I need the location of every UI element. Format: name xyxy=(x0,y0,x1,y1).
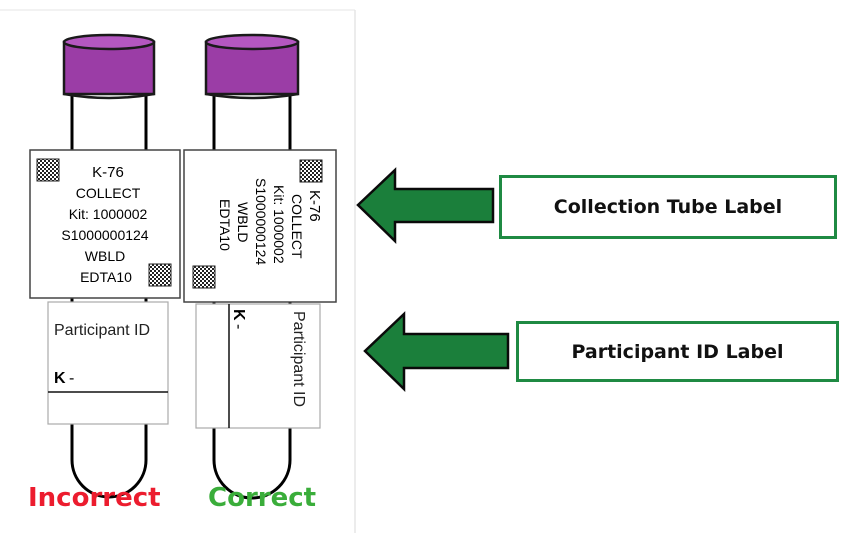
collection-tube-label-text: Collection Tube Label xyxy=(553,196,783,218)
label-line-2: COLLECT xyxy=(289,194,305,259)
participant-id-label-text: Participant ID Label xyxy=(571,340,784,363)
participant-id-dash: - xyxy=(230,324,247,329)
participant-id-label-incorrect: Participant ID K - xyxy=(47,301,169,425)
tube-correct: K-76 COLLECT Kit: 1000002 S1000000124 WB… xyxy=(183,33,337,500)
participant-id-prefix: K xyxy=(230,309,247,321)
qr-code-icon xyxy=(148,263,172,287)
qr-code-icon xyxy=(36,158,60,182)
tube-cap xyxy=(204,33,300,100)
participant-id-title: Participant ID xyxy=(54,322,150,339)
label-line-4: S1000000124 xyxy=(61,227,148,243)
left-arrow-icon xyxy=(363,311,510,392)
label-line-2: COLLECT xyxy=(76,185,141,201)
collection-tube-label-incorrect: K-76 COLLECT Kit: 1000002 S1000000124 WB… xyxy=(29,149,181,299)
correct-caption: Correct xyxy=(208,483,317,513)
label-line-3: Kit: 1000002 xyxy=(69,206,148,222)
label-line-4: S1000000124 xyxy=(253,178,269,265)
incorrect-caption: Incorrect xyxy=(28,483,161,513)
label-line-1: K-76 xyxy=(92,164,124,181)
qr-code-icon xyxy=(299,159,323,183)
tube-incorrect: K-76 COLLECT Kit: 1000002 S1000000124 WB… xyxy=(29,33,181,499)
participant-id-label-callout: Participant ID Label xyxy=(516,321,839,382)
left-arrow-icon xyxy=(356,167,495,244)
qr-code-icon xyxy=(192,265,216,289)
participant-id-label-correct: K - Participant ID xyxy=(195,303,321,429)
label-line-6: EDTA10 xyxy=(217,199,233,251)
label-line-5: WBLD xyxy=(85,248,125,264)
label-line-1: K-76 xyxy=(306,190,323,222)
label-line-5: WBLD xyxy=(235,202,251,242)
label-line-6: EDTA10 xyxy=(80,269,132,285)
collection-tube-label-callout: Collection Tube Label xyxy=(499,175,837,239)
label-line-3: Kit: 1000002 xyxy=(271,185,287,264)
tube-cap xyxy=(62,33,156,100)
participant-id-dash: - xyxy=(69,370,74,387)
collection-tube-label-correct: K-76 COLLECT Kit: 1000002 S1000000124 WB… xyxy=(183,149,337,303)
participant-id-title: Participant ID xyxy=(290,311,307,407)
participant-id-prefix: K xyxy=(54,370,66,387)
